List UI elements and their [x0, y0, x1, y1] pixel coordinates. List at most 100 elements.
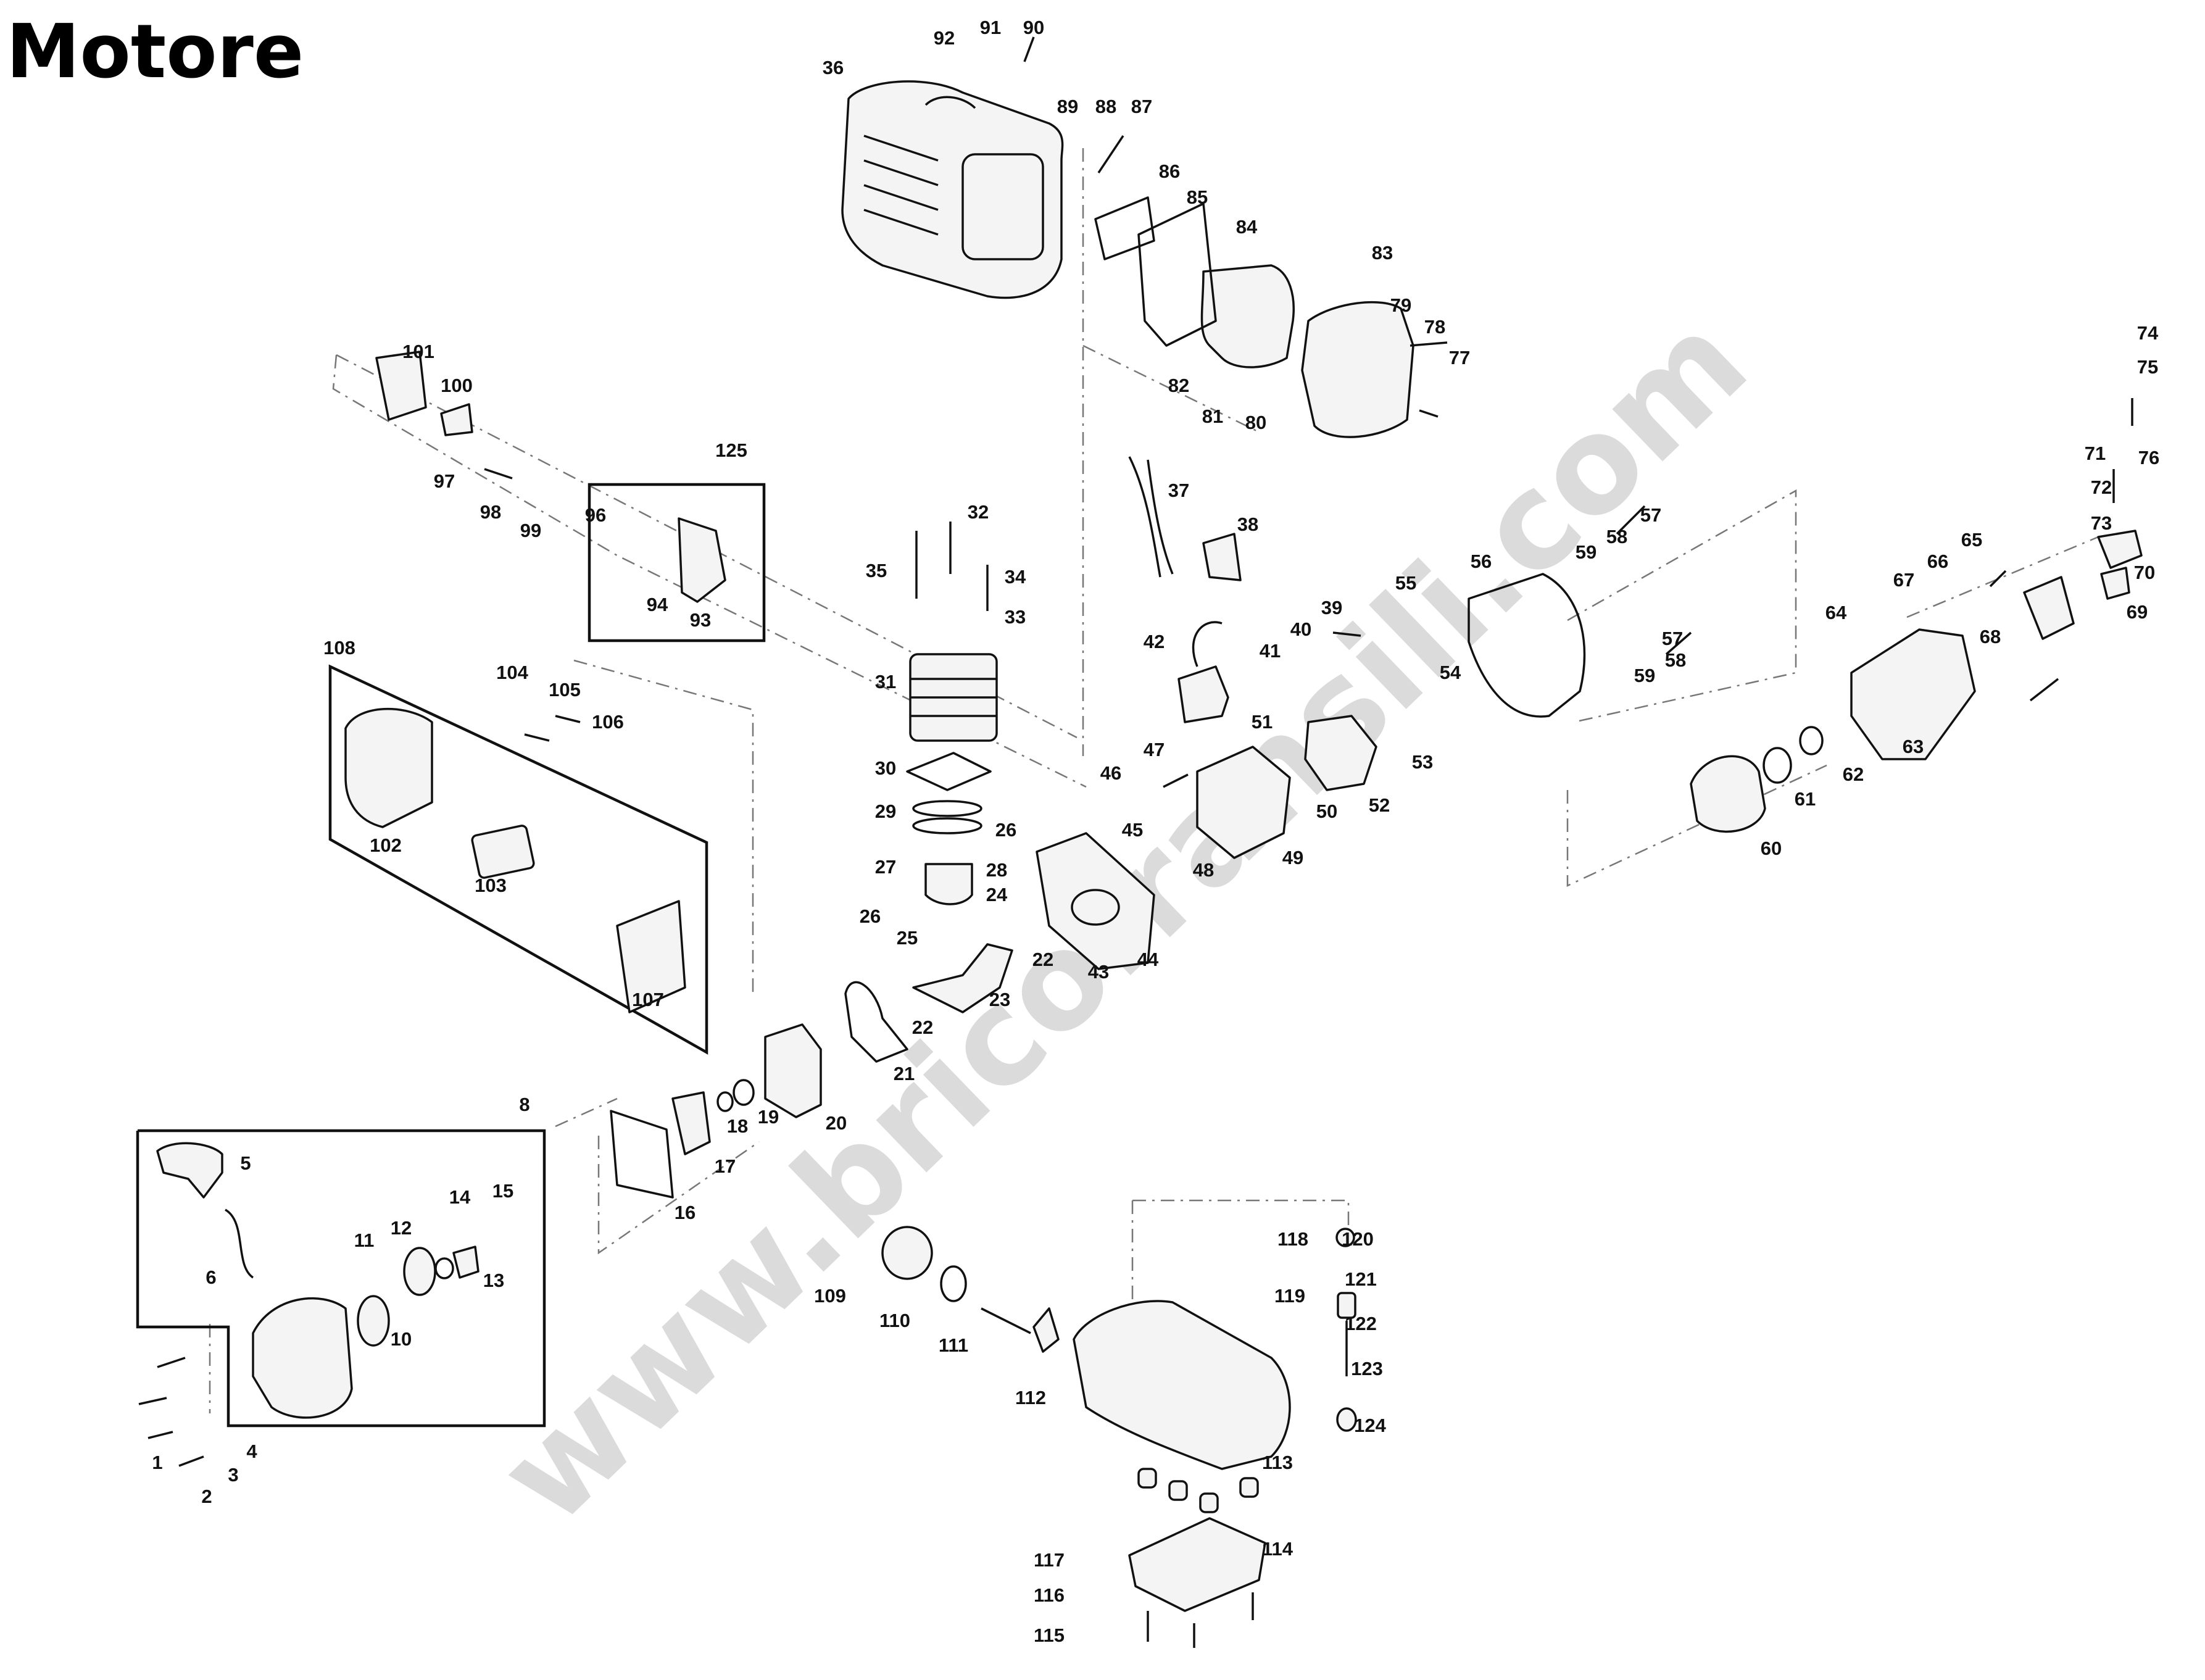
part-number-78: 78	[1424, 316, 1445, 338]
part-number-63: 63	[1903, 736, 1924, 757]
part-number-44: 44	[1137, 949, 1159, 970]
part-number-80: 80	[1245, 412, 1266, 433]
seal-19	[733, 1079, 755, 1106]
part-number-47: 47	[1144, 739, 1165, 760]
part-number-85: 85	[1187, 186, 1208, 208]
part-number-30: 30	[875, 757, 896, 779]
grommet-1	[1137, 1468, 1157, 1489]
box-8	[136, 1129, 546, 1428]
ignition-wire	[1128, 456, 1174, 578]
part-number-53: 53	[1412, 751, 1433, 773]
part-number-16: 16	[675, 1202, 696, 1223]
part-number-110: 110	[879, 1310, 910, 1331]
part-number-51: 51	[1252, 711, 1273, 733]
part-number-25: 25	[897, 927, 918, 949]
part-number-28: 28	[986, 859, 1007, 881]
part-number-108: 108	[323, 637, 355, 659]
muffler	[1301, 301, 1414, 438]
part-number-91: 91	[980, 17, 1001, 38]
part-number-102: 102	[370, 834, 402, 856]
part-number-107: 107	[632, 989, 664, 1010]
part-number-70: 70	[2134, 562, 2155, 583]
part-number-74: 74	[2137, 322, 2159, 344]
bracket-38	[1202, 533, 1242, 581]
part-number-111: 111	[939, 1334, 968, 1356]
starter-pulley-11	[403, 1247, 436, 1296]
part-number-116: 116	[1034, 1584, 1065, 1606]
part-number-52: 52	[1369, 794, 1390, 816]
part-number-60: 60	[1761, 838, 1782, 859]
part-number-122: 122	[1345, 1313, 1377, 1334]
part-number-117: 117	[1034, 1549, 1065, 1571]
part-number-4: 4	[246, 1441, 257, 1462]
grommet-2	[1168, 1480, 1188, 1501]
part-number-58: 58	[1606, 526, 1627, 547]
base-plate	[1128, 1517, 1266, 1612]
part-100	[440, 403, 473, 436]
clutch-52	[1304, 715, 1377, 791]
box-125	[588, 483, 766, 642]
part-number-106: 106	[592, 711, 624, 733]
part-number-68: 68	[1980, 626, 2001, 647]
carburetor	[375, 351, 427, 421]
spring-12	[434, 1257, 454, 1279]
gasket-85	[1137, 202, 1217, 347]
primer-body	[1337, 1292, 1356, 1319]
gasket-86	[1094, 196, 1155, 260]
muffler-shield	[1200, 264, 1295, 368]
part-number-104: 104	[496, 662, 528, 683]
part-number-66: 66	[1927, 551, 1948, 572]
part-number-18: 18	[727, 1115, 748, 1137]
part-number-40: 40	[1290, 618, 1311, 640]
gasket-21	[844, 981, 908, 1063]
part-number-29: 29	[875, 800, 896, 822]
part-number-61: 61	[1795, 788, 1816, 810]
part-number-75: 75	[2137, 356, 2158, 378]
part-number-49: 49	[1282, 847, 1303, 868]
part-number-81: 81	[1202, 405, 1223, 427]
part-number-13: 13	[483, 1270, 504, 1291]
bearing-62	[1799, 726, 1824, 755]
part-number-59: 59	[1634, 665, 1655, 686]
part-number-59: 59	[1576, 541, 1597, 563]
part-number-120: 120	[1342, 1228, 1374, 1250]
part-number-3: 3	[228, 1464, 238, 1486]
starter-housing	[252, 1297, 353, 1419]
ignition-coil	[1177, 665, 1229, 723]
shaft-tube-68	[2023, 576, 2075, 640]
clutch-drum	[1690, 755, 1766, 833]
fuel-cap	[881, 1226, 933, 1280]
part-number-86: 86	[1159, 160, 1180, 182]
part-number-103: 103	[475, 875, 507, 896]
part-number-92: 92	[934, 27, 955, 49]
part-number-93: 93	[690, 609, 711, 631]
part-number-56: 56	[1471, 551, 1492, 572]
part-number-45: 45	[1122, 819, 1143, 841]
part-number-84: 84	[1236, 216, 1258, 238]
part-number-64: 64	[1825, 602, 1847, 623]
fuel-tank	[1073, 1300, 1291, 1470]
part-number-73: 73	[2091, 512, 2112, 534]
part-number-118: 118	[1277, 1228, 1308, 1250]
part-number-67: 67	[1893, 569, 1914, 591]
part-number-112: 112	[1015, 1387, 1046, 1408]
part-number-46: 46	[1100, 762, 1121, 784]
starter-pulley-10	[357, 1295, 390, 1347]
grommet-3	[1199, 1492, 1219, 1513]
crankcase-right	[1036, 832, 1155, 970]
piston-ring-2	[912, 817, 982, 834]
part-number-119: 119	[1274, 1285, 1305, 1307]
part-number-77: 77	[1449, 347, 1470, 368]
throttle-70	[2097, 530, 2143, 569]
starter-spring	[225, 1208, 254, 1279]
part-number-11: 11	[354, 1229, 375, 1251]
part-number-57: 57	[1662, 628, 1683, 649]
part-number-12: 12	[391, 1217, 412, 1239]
pawl-13	[452, 1245, 480, 1279]
part-number-97: 97	[434, 470, 455, 492]
carb-flange-94	[678, 517, 726, 603]
fan-housing	[1468, 573, 1586, 718]
part-number-34: 34	[1005, 566, 1026, 588]
part-number-8: 8	[519, 1094, 529, 1115]
